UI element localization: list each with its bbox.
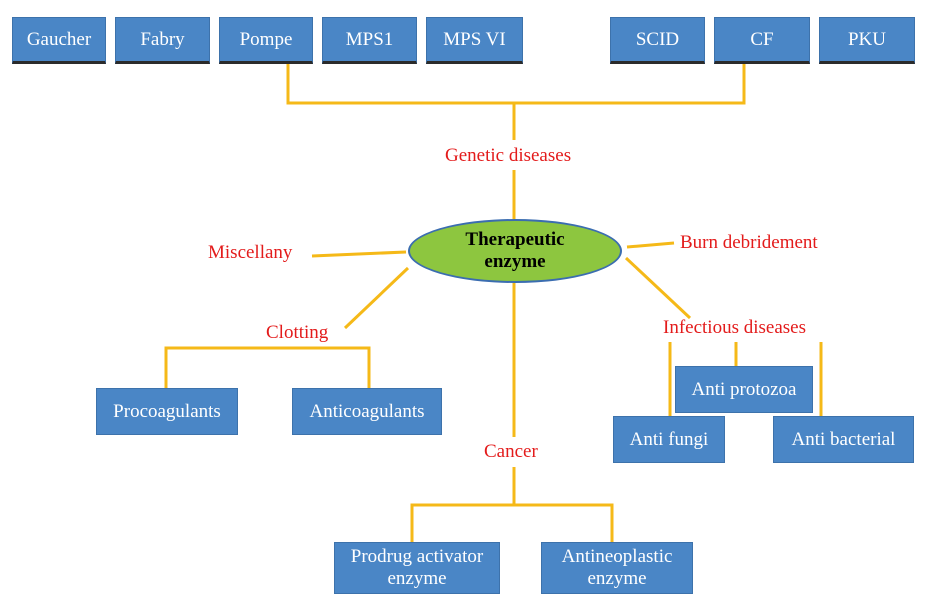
center-title-line1: Therapeutic — [465, 229, 565, 250]
therapeutic-enzyme-node: Therapeutic enzyme — [408, 219, 622, 283]
connector-infectious-diagonal — [624, 256, 692, 320]
genetic-diseases-label: Genetic diseases — [445, 145, 572, 166]
connector-cancer-bracket — [410, 503, 614, 542]
cancer-item-line1: Prodrug activator — [350, 546, 484, 567]
center-title-line2: enzyme — [484, 251, 546, 272]
infectious-item-label: Anti bacterial — [791, 428, 896, 450]
cancer-item-line1: Antineoplastic — [561, 546, 673, 567]
anti-bacterial-box: Anti bacterial — [773, 416, 914, 463]
disease-label: PKU — [847, 28, 886, 50]
infectious-item-label: Anti fungi — [629, 428, 709, 450]
disease-label: MPS VI — [443, 28, 506, 50]
miscellany-label: Miscellany — [208, 242, 293, 263]
disease-label: Gaucher — [26, 28, 92, 50]
connector-burn — [626, 241, 675, 249]
disease-box-pompe: Pompe — [219, 17, 313, 64]
disease-label: Fabry — [140, 28, 185, 50]
disease-box-mps1: MPS1 — [322, 17, 417, 64]
cancer-item-line2: enzyme — [387, 568, 447, 589]
connector-miscellany — [311, 250, 407, 258]
clotting-label: Clotting — [266, 322, 329, 343]
burn-debridement-label: Burn debridement — [680, 232, 818, 253]
anti-protozoa-box: Anti protozoa — [675, 366, 813, 413]
disease-label: SCID — [635, 28, 680, 50]
antineoplastic-enzyme-box: Antineoplastic enzyme — [541, 542, 693, 594]
connector-clotting-diagonal — [343, 266, 410, 330]
disease-box-pku: PKU — [819, 17, 915, 64]
disease-box-fabry: Fabry — [115, 17, 210, 64]
cancer-item-line2: enzyme — [587, 568, 647, 589]
disease-label: Pompe — [239, 28, 293, 50]
infectious-diseases-label: Infectious diseases — [663, 317, 806, 338]
disease-box-scid: SCID — [610, 17, 705, 64]
procoagulants-box: Procoagulants — [96, 388, 238, 435]
disease-box-cf: CF — [714, 17, 810, 64]
prodrug-activator-enzyme-box: Prodrug activator enzyme — [334, 542, 500, 594]
disease-label: MPS1 — [345, 28, 394, 50]
clotting-item-label: Procoagulants — [113, 400, 221, 422]
cancer-label: Cancer — [484, 441, 538, 462]
anti-fungi-box: Anti fungi — [613, 416, 725, 463]
anticoagulants-box: Anticoagulants — [292, 388, 442, 435]
connector-clotting-bracket — [164, 346, 371, 388]
disease-box-mps-vi: MPS VI — [426, 17, 523, 64]
disease-label: CF — [750, 28, 774, 50]
connector-genetic-bracket — [286, 62, 746, 105]
infectious-item-label: Anti protozoa — [691, 378, 797, 400]
disease-box-gaucher: Gaucher — [12, 17, 106, 64]
clotting-item-label: Anticoagulants — [309, 400, 425, 422]
